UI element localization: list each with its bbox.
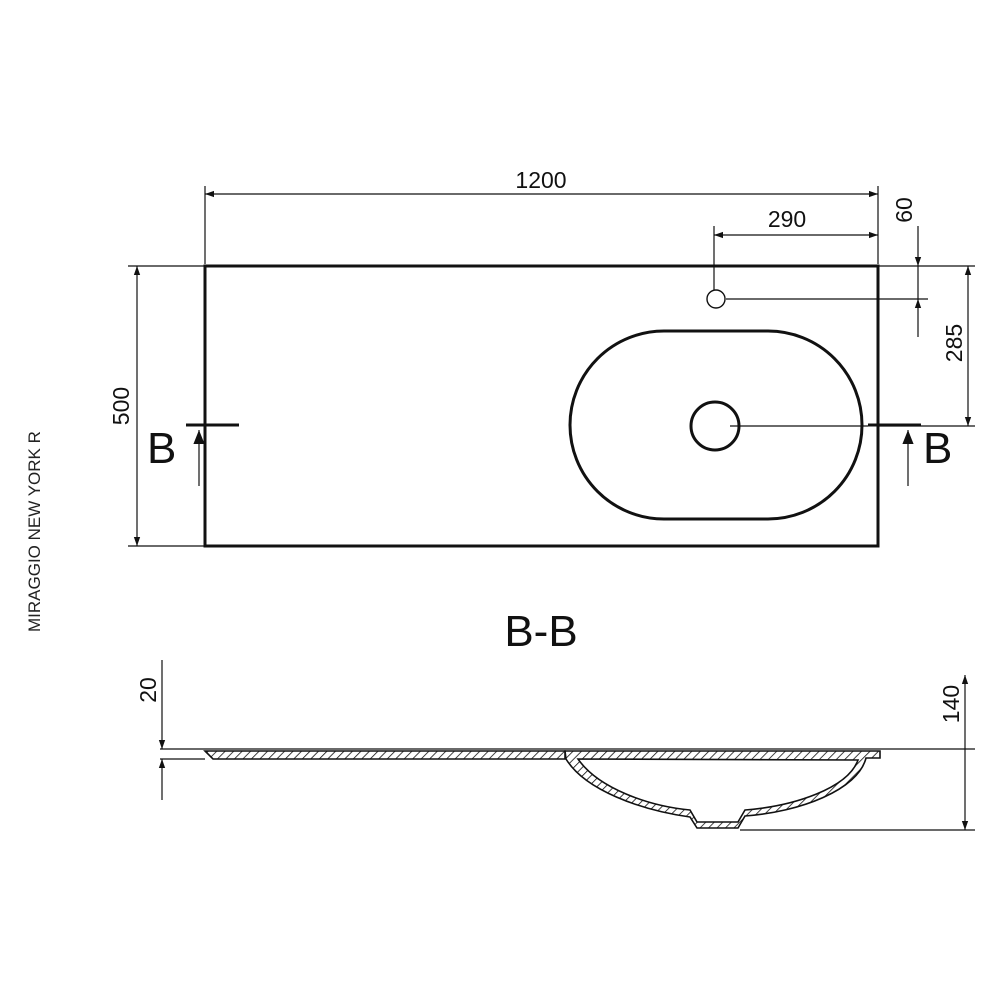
section-marker-left: B [147,423,239,486]
basin-outline [568,329,864,521]
section-title: B-B [504,607,577,656]
tap-y-dimension-label: 60 [891,197,917,223]
basin-shell-section [564,750,881,829]
product-side-label: MIRAGGIO NEW YORK R [25,431,44,632]
basin-height-dimension-label: 140 [938,685,964,723]
section-marker-left-letter: B [147,424,176,473]
width-dimension-label: 1200 [515,167,566,193]
tap-hole [706,289,726,309]
countertop-outline [203,264,880,548]
thickness-dimension-label: 20 [135,677,161,703]
section-marker-right: B [868,423,952,486]
section-marker-right-letter: B [923,424,952,473]
depth-dimension-label: 500 [108,387,134,425]
section-view: 20 140 [135,660,975,831]
plan-view: 1200 290 500 60 285 B B [108,167,975,548]
slab-section [203,750,566,760]
tap-x-dimension-label: 290 [768,206,806,232]
drain-y-dimension-label: 285 [941,324,967,362]
